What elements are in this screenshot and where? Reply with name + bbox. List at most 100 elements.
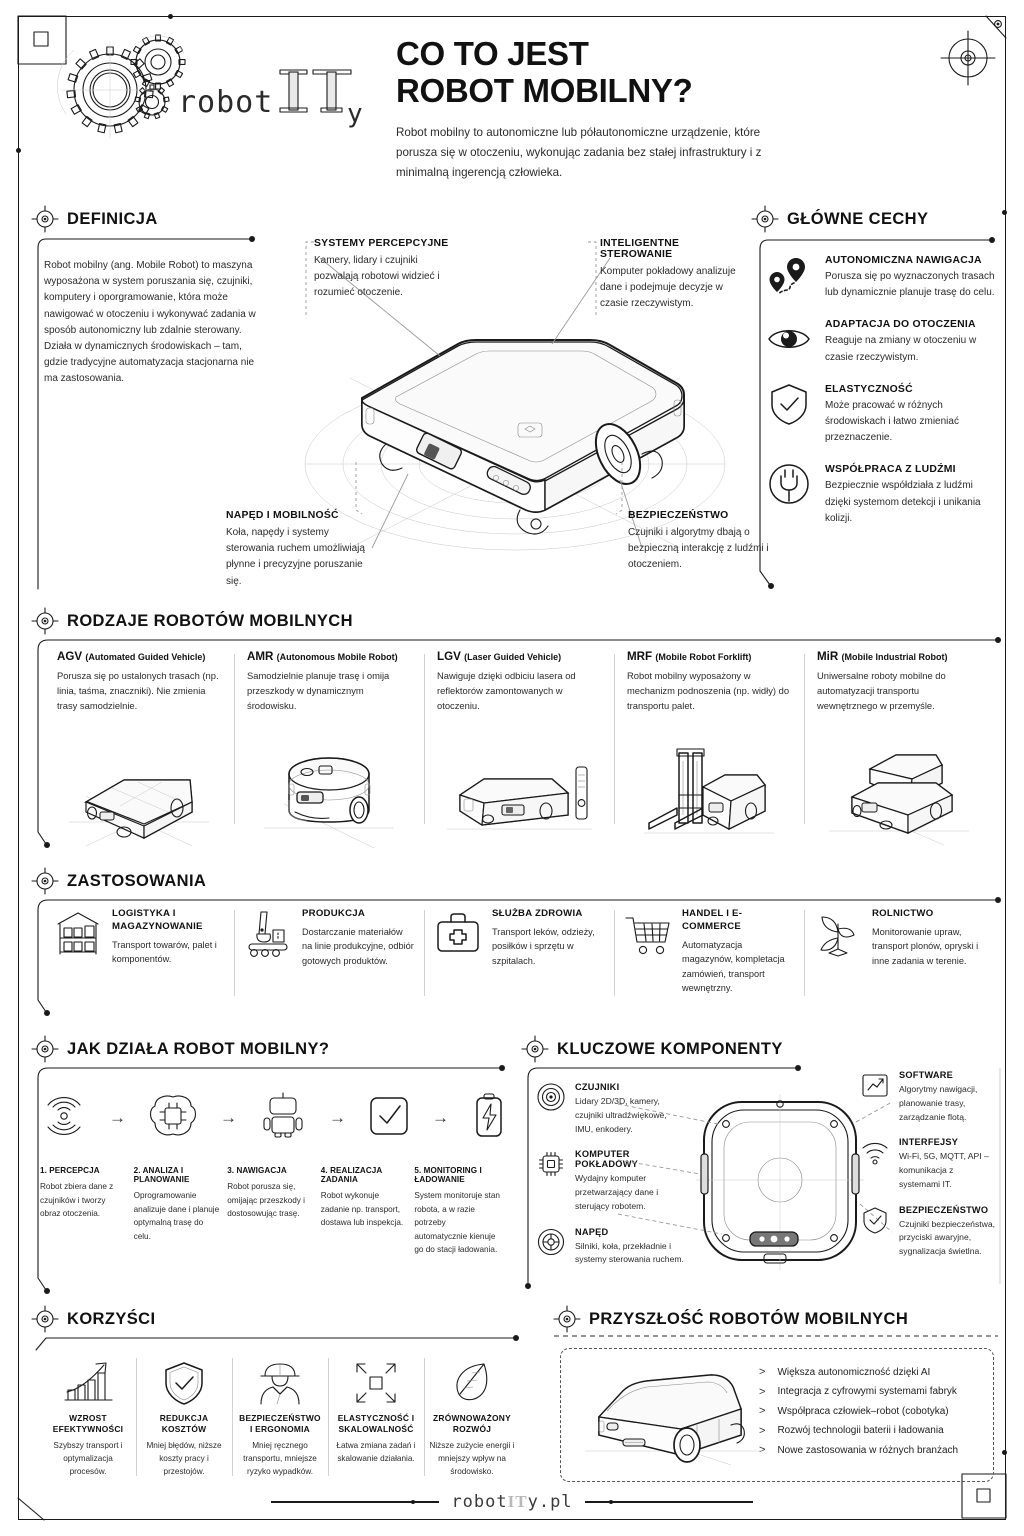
section-title-przyszlosc: PRZYSZŁOŚĆ ROBOTÓW MOBILNYCH — [589, 1309, 909, 1328]
callout-title: NAPĘD I MOBILNOŚĆ — [226, 510, 339, 521]
feature-item: ELASTYCZNOŚĆ Może pracować w różnych śro… — [766, 381, 998, 447]
page-footer: robotITy.pl — [0, 1492, 1024, 1512]
plant-sprout-icon — [813, 908, 863, 958]
callout-naped-i-mobilnosc: NAPĘD I MOBILNOŚĆ Koła, napędy i systemy… — [226, 510, 376, 590]
benefit-title: BEZPIECZEŃSTWO I ERGONOMIA — [239, 1413, 321, 1435]
type-title: AMR (Autonomous Mobile Robot) — [247, 650, 411, 663]
lgv-robot-illustration — [424, 745, 614, 855]
applications-list: LOGISTYKA I MAGAZYNOWANIE Transport towa… — [44, 908, 994, 997]
component-title: INTERFEJSY — [899, 1137, 959, 1148]
benefit-title: ZRÓWNOWAŻONY ROZWÓJ — [433, 1413, 511, 1435]
application-title: HANDEL I E-COMMERCE — [682, 908, 743, 932]
page-lead: Robot mobilny to autonomiczne lub półaut… — [396, 125, 762, 179]
zastosowania-bracket — [37, 897, 1001, 1016]
chevron-right-icon: > — [759, 1424, 766, 1437]
flow-arrow: → — [329, 1108, 346, 1127]
gears-logo-icon: robot y — [57, 34, 363, 139]
flow-arrow: → — [432, 1108, 449, 1127]
type-card-agv: AGV (Automated Guided Vehicle) Porusza s… — [44, 650, 234, 847]
section-title-zastosowania: ZASTOSOWANIA — [67, 871, 207, 890]
shield-check-icon — [860, 1205, 890, 1235]
step-body: System monitoruje stan robota, a w razie… — [414, 1191, 500, 1255]
type-full: (Mobile Industrial Robot) — [841, 652, 948, 662]
step-body: Robot porusza się, omijając przeszkody i… — [227, 1182, 305, 1219]
svg-text:robot: robot — [178, 85, 273, 120]
production-line-icon — [243, 908, 293, 958]
application-logistyka: LOGISTYKA I MAGAZYNOWANIE Transport towa… — [44, 908, 234, 995]
section-title-korzysci: KORZYŚCI — [67, 1309, 156, 1328]
przyszlosc-rule — [554, 1335, 998, 1337]
shield-check-icon — [141, 1358, 227, 1406]
type-abbr: MRF — [627, 650, 653, 663]
type-card-mrf: MRF (Mobile Robot Forklift) Robot mobiln… — [614, 650, 804, 834]
step-title: 2. ANALIZA I PLANOWANIE — [133, 1166, 190, 1184]
application-body: Dostarczanie materiałów na linie produkc… — [302, 926, 414, 966]
benefit-title: REDUKCJA KOSZTÓW — [159, 1413, 209, 1435]
feature-item: ADAPTACJA DO OTOCZENIA Reaguje na zmiany… — [766, 316, 998, 365]
section-title-jak-dziala: JAK DZIAŁA ROBOT MOBILNY? — [67, 1039, 330, 1058]
benefit-title: WZROST EFEKTYWNOŚCI — [52, 1413, 124, 1435]
components-right-list: SOFTWARE Algorytmy nawigacji, planowanie… — [860, 1070, 995, 1272]
type-abbr: MiR — [817, 650, 839, 663]
target-icon — [31, 1035, 59, 1063]
future-item-label: Nowe zastosowania w różnych branżach — [777, 1444, 959, 1456]
component-body: Silniki, koła, przekładnie i systemy ste… — [575, 1240, 684, 1265]
callout-title: INTELIGENTNE STEROWANIE — [600, 238, 680, 260]
footer-brand-name: robot — [451, 1492, 508, 1512]
step-body: Oprogramowanie analizuje dane i planuje … — [133, 1191, 220, 1241]
wifi-icon — [860, 1137, 890, 1167]
feature-text: AUTONOMICZNA NAWIGACJA Porusza się po wy… — [825, 252, 998, 301]
type-abbr: AGV — [57, 650, 83, 663]
future-item: > Nowe zastosowania w różnych branżach — [759, 1444, 958, 1456]
mir-robot-illustration — [804, 745, 994, 855]
application-text: LOGISTYKA I MAGAZYNOWANIE Transport towa… — [112, 908, 225, 967]
footer-brand-it: IT — [507, 1492, 528, 1511]
component-text: KOMPUTER POKŁADOWY Wydajny komputer prze… — [575, 1149, 686, 1213]
eye-icon — [766, 316, 812, 362]
application-sluzba-zdrowia: SŁUŻBA ZDROWIA Transport leków, odzieży,… — [424, 908, 614, 997]
component-text: NAPĘD Silniki, koła, przekładnie i syste… — [575, 1227, 686, 1268]
component-body: Wi-Fi, 5G, MQTT, API – komunikacja z sys… — [899, 1151, 989, 1189]
growth-chart-icon — [45, 1358, 131, 1406]
type-body: Nawiguje dzięki odbiciu lasera od reflek… — [437, 670, 576, 712]
callout-body: Komputer pokładowy analizuje dane i pode… — [600, 266, 736, 310]
step-body: Robot wykonuje zadanie np. transport, do… — [320, 1191, 404, 1228]
future-item-label: Rozwój technologii baterii i ładowania — [777, 1425, 944, 1437]
type-card-amr: AMR (Autonomous Mobile Robot) Samodzieln… — [234, 650, 424, 848]
delivery-robot-illustration — [585, 1374, 763, 1466]
callout-body: Kamery, lidary i czujniki pozwalają robo… — [314, 255, 440, 299]
benefit-body: Szybszy transport i optymalizacja proces… — [53, 1441, 123, 1476]
section-header-definicja: DEFINICJA — [31, 205, 158, 233]
benefit-body: Mniej błędów, niższe koszty pracy i prze… — [146, 1441, 222, 1476]
callout-bracket — [305, 241, 314, 316]
step-title: 1. PERCEPCJA — [40, 1166, 100, 1175]
callout-systemy-percepcyjne: SYSTEMY PERCEPCYJNE Kamery, lidary i czu… — [314, 238, 459, 302]
komponenty-bracket — [525, 1065, 1001, 1289]
callout-title: SYSTEMY PERCEPCYJNE — [314, 238, 449, 249]
feature-body: Porusza się po wyznaczonych trasach lub … — [825, 271, 995, 299]
application-title: PRODUKCJA — [302, 908, 366, 919]
process-step: 1. PERCEPCJA Robot zbiera dane z czujnik… — [40, 1166, 134, 1257]
type-full: (Mobile Robot Forklift) — [655, 652, 752, 662]
section-header-przyszlosc: PRZYSZŁOŚĆ ROBOTÓW MOBILNYCH — [553, 1305, 909, 1333]
component-text: SOFTWARE Algorytmy nawigacji, planowanie… — [899, 1070, 995, 1124]
type-body: Samodzielnie planuje trasę i omija przes… — [247, 670, 390, 712]
feature-title: AUTONOMICZNA NAWIGACJA — [825, 255, 982, 266]
process-flow: → → — [40, 1082, 508, 1257]
section-header-rodzaje: RODZAJE ROBOTÓW MOBILNYCH — [31, 607, 353, 635]
benefit-body: Niższe zużycie energii i mniejszy wpływ … — [429, 1441, 515, 1476]
feature-item: AUTONOMICZNA NAWIGACJA Porusza się po wy… — [766, 252, 998, 301]
component-title: NAPĘD — [575, 1226, 609, 1237]
feature-text: ELASTYCZNOŚĆ Może pracować w różnych śro… — [825, 381, 998, 447]
benefit-body: Łatwa zmiana zadań i skalowanie działani… — [336, 1441, 416, 1463]
agv-robot-illustration — [44, 745, 234, 855]
component-item: INTERFEJSY Wi-Fi, 5G, MQTT, API – komuni… — [860, 1137, 995, 1191]
target-icon — [31, 205, 59, 233]
target-icon — [31, 1305, 59, 1333]
brand-logo: robot y — [48, 28, 378, 139]
footer-rule-right — [584, 1499, 753, 1505]
future-item: > Współpraca człowiek–robot (cobotyka) — [759, 1405, 958, 1417]
target-icon — [31, 867, 59, 895]
process-steps: 1. PERCEPCJA Robot zbiera dane z czujnik… — [40, 1166, 508, 1257]
sensor-target-icon — [536, 1082, 566, 1112]
